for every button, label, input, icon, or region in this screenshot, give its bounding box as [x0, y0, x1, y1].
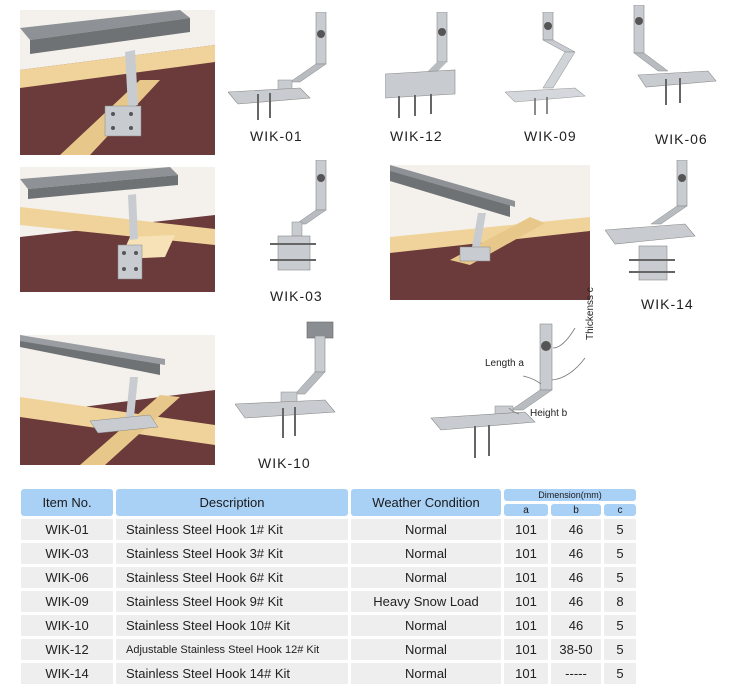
cell-dim-a: 101: [504, 591, 548, 612]
table-row: WIK-12 Adjustable Stainless Steel Hook 1…: [21, 639, 636, 660]
cell-dim-b: 46: [551, 543, 601, 564]
hook-wik-12-image: [385, 12, 456, 118]
hook-wik-10-image: [235, 321, 336, 438]
cell-item: WIK-06: [21, 567, 113, 588]
header-dim-a: a: [504, 504, 548, 516]
header-dimension: Dimension(mm): [504, 489, 636, 501]
cell-weather: Normal: [351, 615, 501, 636]
cell-description: Adjustable Stainless Steel Hook 12# Kit: [116, 639, 348, 660]
cell-dim-b: 46: [551, 591, 601, 612]
cell-description: Stainless Steel Hook 3# Kit: [116, 543, 348, 564]
cell-dim-a: 101: [504, 567, 548, 588]
hook-wik-06-label: WIK-06: [655, 131, 708, 147]
cell-dim-a: 101: [504, 543, 548, 564]
cell-dim-c: 5: [604, 639, 636, 660]
cell-item: WIK-03: [21, 543, 113, 564]
cell-description: Stainless Steel Hook 10# Kit: [116, 615, 348, 636]
cell-dim-b: 46: [551, 615, 601, 636]
thickness-label: Thickenss c: [585, 287, 596, 340]
table-row: WIK-14 Stainless Steel Hook 14# Kit Norm…: [21, 663, 636, 684]
length-label: Length a: [485, 358, 524, 369]
hook-wik-14-image: [605, 160, 696, 281]
cell-dim-a: 101: [504, 663, 548, 684]
hook-wik-03-label: WIK-03: [270, 288, 323, 304]
cell-item: WIK-09: [21, 591, 113, 612]
install-scene-3: [390, 165, 590, 300]
header-dim-c: c: [604, 504, 636, 516]
cell-dim-b: -----: [551, 663, 601, 684]
cell-weather: Normal: [351, 543, 501, 564]
cell-description: Stainless Steel Hook 1# Kit: [116, 519, 348, 540]
cell-weather: Normal: [351, 519, 501, 540]
cell-weather: Normal: [351, 639, 501, 660]
cell-weather: Normal: [351, 567, 501, 588]
cell-dim-c: 5: [604, 615, 636, 636]
hook-wik-12-label: WIK-12: [390, 128, 443, 144]
height-label: Height b: [530, 408, 568, 419]
hook-wik-14-label: WIK-14: [641, 296, 694, 312]
cell-weather: Normal: [351, 663, 501, 684]
cell-dim-c: 5: [604, 663, 636, 684]
dimension-diagram: [430, 323, 586, 458]
hook-wik-03-image: [270, 160, 327, 271]
hook-wik-09-label: WIK-09: [524, 128, 577, 144]
cell-dim-c: 5: [604, 567, 636, 588]
table-row: WIK-09 Stainless Steel Hook 9# Kit Heavy…: [21, 591, 636, 612]
cell-weather: Heavy Snow Load: [351, 591, 501, 612]
header-dim-b: b: [551, 504, 601, 516]
cell-dim-a: 101: [504, 639, 548, 660]
cell-dim-a: 101: [504, 519, 548, 540]
cell-item: WIK-14: [21, 663, 113, 684]
cell-dim-a: 101: [504, 615, 548, 636]
table-row: WIK-01 Stainless Steel Hook 1# Kit Norma…: [21, 519, 636, 540]
cell-dim-b: 46: [551, 567, 601, 588]
header-weather-condition: Weather Condition: [351, 489, 501, 516]
cell-dim-b: 38-50: [551, 639, 601, 660]
cell-description: Stainless Steel Hook 6# Kit: [116, 567, 348, 588]
cell-description: Stainless Steel Hook 9# Kit: [116, 591, 348, 612]
cell-item: WIK-01: [21, 519, 113, 540]
cell-item: WIK-12: [21, 639, 113, 660]
table-row: WIK-10 Stainless Steel Hook 10# Kit Norm…: [21, 615, 636, 636]
header-item-no: Item No.: [21, 489, 113, 516]
hook-wik-10-label: WIK-10: [258, 455, 311, 471]
hook-wik-01-image: [228, 12, 327, 120]
spec-table: Item No. Description Weather Condition D…: [18, 486, 639, 687]
cell-dim-c: 8: [604, 591, 636, 612]
hook-wik-01-label: WIK-01: [250, 128, 303, 144]
hook-wik-09-image: [505, 12, 586, 115]
cell-description: Stainless Steel Hook 14# Kit: [116, 663, 348, 684]
hook-wik-06-image: [633, 5, 717, 105]
header-description: Description: [116, 489, 348, 516]
cell-dim-c: 5: [604, 519, 636, 540]
table-row: WIK-06 Stainless Steel Hook 6# Kit Norma…: [21, 567, 636, 588]
cell-dim-b: 46: [551, 519, 601, 540]
cell-item: WIK-10: [21, 615, 113, 636]
table-row: WIK-03 Stainless Steel Hook 3# Kit Norma…: [21, 543, 636, 564]
install-scene-1: [20, 10, 215, 155]
install-scene-4: [20, 335, 215, 465]
install-scene-2: [20, 167, 215, 292]
cell-dim-c: 5: [604, 543, 636, 564]
